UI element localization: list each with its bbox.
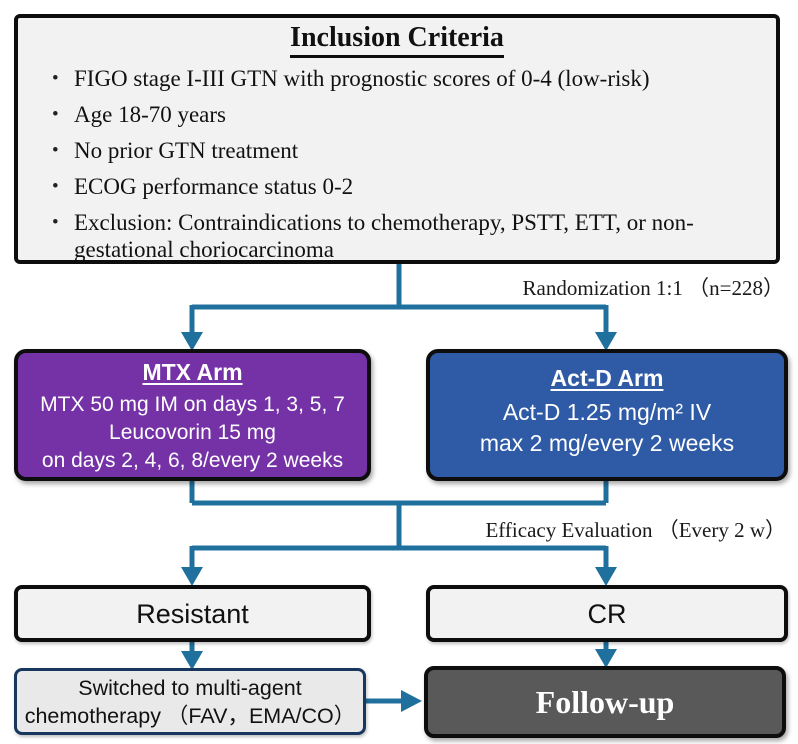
resistant-box: Resistant bbox=[14, 585, 371, 642]
switched-line: Switched to multi-agent bbox=[78, 676, 302, 700]
actd-arm-line: max 2 mg/every 2 weeks bbox=[479, 430, 735, 456]
inclusion-bullet: Age 18-70 years bbox=[50, 101, 762, 128]
switched-chemotherapy-box: Switched to multi-agent chemotherapy （FA… bbox=[14, 668, 366, 735]
actd-arm-title: Act-D Arm bbox=[550, 365, 664, 391]
inclusion-bullet-list: FIGO stage I-III GTN with prognostic sco… bbox=[28, 65, 766, 263]
inclusion-criteria-box: Inclusion Criteria FIGO stage I-III GTN … bbox=[14, 14, 780, 264]
mtx-arm-line: MTX 50 mg IM on days 1, 3, 5, 7 bbox=[40, 393, 345, 416]
inclusion-bullet: Exclusion: Contraindications to chemothe… bbox=[50, 209, 762, 263]
inclusion-title-text: Inclusion Criteria bbox=[290, 22, 504, 58]
mtx-arm-title: MTX Arm bbox=[142, 359, 243, 385]
inclusion-bullet: FIGO stage I-III GTN with prognostic sco… bbox=[50, 65, 762, 92]
mtx-arm-line: Leucovorin 15 mg bbox=[109, 421, 276, 444]
efficacy-evaluation-label: Efficacy Evaluation （Every 2 w） bbox=[485, 518, 786, 542]
followup-box: Follow-up bbox=[424, 666, 786, 738]
actd-arm-line: Act-D 1.25 mg/m² IV bbox=[502, 399, 712, 425]
inclusion-title: Inclusion Criteria bbox=[28, 22, 766, 58]
followup-label: Follow-up bbox=[535, 684, 675, 720]
actd-arm-box: Act-D Arm Act-D 1.25 mg/m² IV max 2 mg/e… bbox=[426, 349, 788, 481]
cr-box: CR bbox=[426, 585, 788, 642]
mtx-arm-line: on days 2, 4, 6, 8/every 2 weeks bbox=[41, 449, 344, 472]
inclusion-bullet: ECOG performance status 0-2 bbox=[50, 173, 762, 200]
randomization-label: Randomization 1:1 （n=228） bbox=[522, 276, 785, 300]
mtx-arm-box: MTX Arm MTX 50 mg IM on days 1, 3, 5, 7 … bbox=[14, 349, 371, 481]
switched-line: chemotherapy （FAV，EMA/CO） bbox=[24, 704, 356, 728]
inclusion-bullet: No prior GTN treatment bbox=[50, 137, 762, 164]
